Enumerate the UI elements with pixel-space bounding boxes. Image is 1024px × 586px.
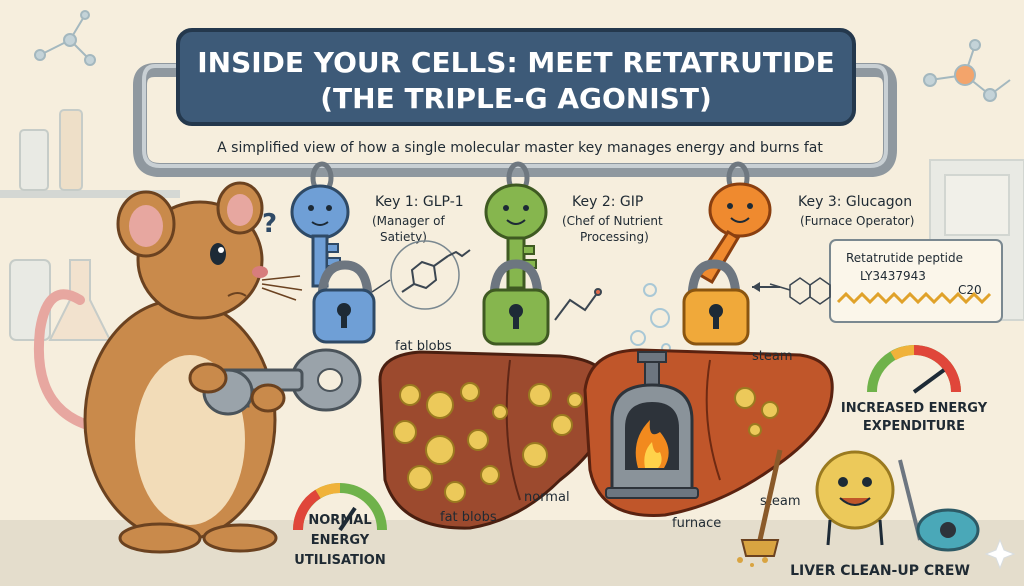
label-fat-blobs-top: fat blobs: [395, 339, 452, 354]
crumbs: [737, 557, 768, 567]
peptide-panel: Retatrutide peptide LY3437943 C20: [752, 239, 1003, 323]
rat-eye: [210, 243, 226, 265]
key-1-glp1: Key 1: GLP-1 (Manager of Satiety): [290, 161, 471, 344]
key-1-desc-line1: (Manager of: [372, 214, 445, 228]
liver-before: fat blobs fat blobs normal: [378, 339, 614, 530]
key-3-glucagon: Key 3: Glucagon (Furnace Operator): [682, 161, 914, 346]
broom-handle: [757, 449, 783, 541]
key-2-desc-line1: (Chef of Nutrient: [562, 214, 663, 228]
label-fat-blobs-bottom: fat blobs: [440, 510, 497, 525]
key-1-desc-line2: Satiety): [380, 230, 427, 244]
broom-icon: [740, 539, 780, 557]
label-steam-top: steam: [752, 349, 793, 364]
peptide-name: Retatrutide peptide: [846, 251, 963, 265]
gauge-normal-line3: UTILISATION: [294, 553, 385, 568]
sparkle-icon: [984, 538, 1016, 570]
subtitle: A simplified view of how a single molecu…: [217, 140, 823, 156]
vacuum-handle: [898, 459, 922, 541]
rat-character: ?: [33, 181, 362, 554]
crew-label: LIVER CLEAN-UP CREW: [790, 563, 970, 579]
key-2-title: Key 2: GIP: [572, 194, 643, 210]
key-3-desc-line1: (Furnace Operator): [800, 214, 914, 228]
key-1-title: Key 1: GLP-1: [375, 194, 464, 210]
rat-paw-right: [250, 383, 286, 413]
key-2-desc-line2: Processing): [580, 230, 649, 244]
liver-after: steam steam furnace: [583, 348, 834, 531]
question-mark: ?: [262, 209, 277, 239]
title-line-1: INSIDE YOUR CELLS: MEET RETATRUTIDE: [197, 46, 835, 79]
pipe-frame: [133, 63, 897, 177]
molecule-decoration-left: [34, 10, 96, 66]
cleanup-crew: LIVER CLEAN-UP CREW: [737, 449, 980, 579]
gauge-needle: [338, 506, 357, 532]
master-key: [202, 348, 362, 416]
rat-nose: [252, 266, 268, 278]
rat-foot-left: [118, 522, 202, 554]
gauge-normal: NORMAL ENERGY UTILISATION: [292, 482, 387, 568]
gauge-increased: INCREASED ENERGY EXPENDITURE: [841, 345, 988, 434]
gauge-increased-line2: EXPENDITURE: [863, 419, 965, 434]
key-head: [484, 183, 548, 241]
rat-paw-left: [188, 362, 228, 394]
molecule-decoration-right: [923, 39, 1011, 102]
gauge-normal-line2: ENERGY: [311, 533, 370, 548]
fat-blobs-group: [393, 382, 583, 503]
title-line-2: (THE TRIPLE-G AGONIST): [320, 82, 712, 115]
peptide-chain-label: C20: [958, 283, 982, 297]
rat-tail: [33, 289, 115, 435]
key-head: [708, 182, 772, 238]
gauge-normal-line1: NORMAL: [308, 513, 371, 528]
molecule-sketch-gip: [554, 288, 602, 321]
fat-blob-character: [815, 450, 895, 530]
padlock-shackle: [317, 260, 373, 301]
gauge-needle: [912, 368, 946, 394]
label-furnace: furnace: [672, 516, 721, 531]
molecule-sketch-glp1: [371, 240, 471, 310]
key-3-title: Key 3: Glucagon: [798, 194, 912, 210]
gauge-increased-line1: INCREASED ENERGY: [841, 401, 988, 416]
label-normal: normal: [524, 490, 570, 505]
remaining-fat: [734, 387, 779, 437]
title-banner: [176, 28, 856, 126]
peptide-code: LY3437943: [860, 269, 926, 283]
peptide-chain: [836, 291, 992, 305]
furnace: [605, 351, 699, 499]
rat-foot-right: [202, 523, 278, 553]
key-head: [290, 184, 350, 240]
key-2-gip: Key 2: GIP (Chef of Nutrient Processing): [482, 161, 671, 353]
